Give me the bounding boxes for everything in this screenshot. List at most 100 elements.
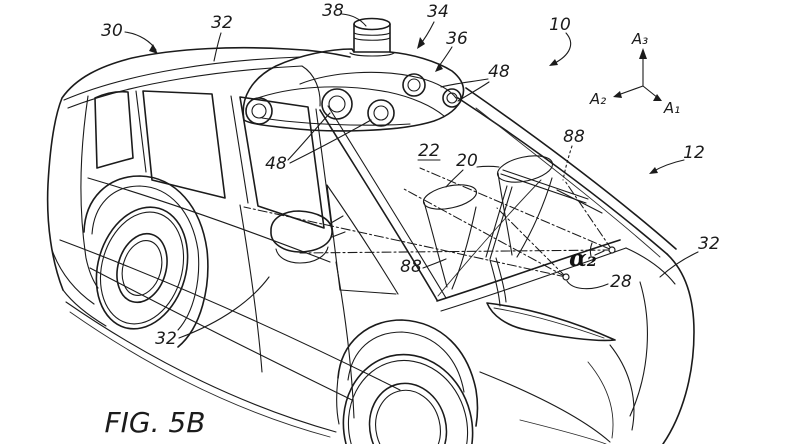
fov-cone-side: [497, 172, 513, 256]
sight-line: [403, 188, 567, 278]
sliding-door-window: [142, 90, 226, 199]
sliding-door-seam: [239, 204, 263, 373]
ref-label-34: 34: [427, 2, 449, 22]
arrowhead-10: [549, 59, 558, 66]
axis-a3-arrowhead: [639, 48, 647, 59]
side-mirror: [270, 210, 333, 253]
axis-label-a2: A₂: [589, 90, 606, 108]
leader-48-left-a: [287, 112, 331, 161]
axis-a2-arrowhead: [613, 91, 622, 98]
vehicle-body: [46, 46, 695, 444]
rear-quarter-window: [94, 90, 134, 169]
pod-lower-crease: [261, 117, 411, 126]
leader-48-left-b: [289, 119, 372, 164]
ref-label-28: 28: [610, 272, 632, 292]
leader-48-right-a: [440, 78, 489, 88]
camera-lens-inner: [446, 92, 458, 104]
axis-triad: A₃ A₂ A₁: [589, 30, 680, 117]
axis-label-a3: A₃: [631, 30, 648, 48]
wiper-blade: [500, 169, 589, 204]
a-pillar-base: [315, 108, 333, 231]
wiper-blade: [485, 185, 513, 260]
sight-line: [564, 180, 613, 251]
lidar-mast-skirt: [349, 52, 395, 57]
angle-label-alpha2: α₂: [569, 245, 597, 272]
c-pillar: [230, 95, 249, 204]
sensor-pod-outline: [242, 48, 465, 132]
front-hub: [375, 389, 441, 444]
front-corner-crease: [629, 281, 648, 417]
leader-10: [552, 32, 572, 65]
hood-front-edge: [625, 247, 676, 285]
rear-lower-edge: [62, 289, 107, 327]
fov-cone-side: [451, 206, 477, 290]
windshield-sensor-cones: [243, 155, 616, 290]
front-wheel-arch-inner: [347, 331, 465, 393]
ref-label-20: 20: [456, 151, 478, 171]
leader-38: [341, 13, 367, 27]
bumper-curve-1: [479, 371, 611, 443]
front-fascia: [662, 253, 695, 444]
front-wheel: [336, 319, 479, 444]
front-door-seam: [335, 261, 355, 419]
arrowhead-12: [649, 167, 658, 174]
rocker-edge-lower: [69, 311, 331, 438]
door-bottom-crease: [89, 267, 353, 401]
sight-line: [299, 249, 613, 254]
camera-lens-inner: [373, 105, 389, 121]
axis-label-a1: A₁: [663, 99, 680, 117]
front-rim: [368, 382, 448, 444]
leader-20-a: [445, 169, 464, 188]
roof-edge-diagonal-outer: [465, 87, 677, 250]
axis-a1-arrowhead: [653, 94, 662, 101]
a-pillar-inner: [327, 105, 447, 299]
ref-label-36: 36: [446, 29, 468, 49]
leader-32-roof: [213, 32, 222, 62]
leader-32-front: [659, 251, 699, 278]
roof-rail-inner: [67, 65, 321, 109]
roof-edge-diagonal: [457, 97, 668, 255]
pod-brow-crease: [299, 71, 457, 99]
fov-cone-opening: [496, 155, 554, 183]
rear-bumper-line: [51, 249, 95, 305]
ref-label-48-left: 48: [265, 154, 287, 174]
ref-label-32-roof: 32: [211, 13, 233, 33]
sight-line: [496, 207, 567, 278]
liftgate-seam: [80, 95, 99, 289]
fov-cone-side: [423, 201, 448, 288]
side-mirror-skirt: [275, 246, 329, 264]
ref-label-12: 12: [683, 143, 705, 163]
rear-wheel-arch-inner: [91, 185, 200, 331]
headlight-inner-line: [493, 307, 605, 339]
body-outline: [46, 46, 351, 291]
wiper-arm: [489, 257, 507, 307]
front-tire-inner: [347, 359, 469, 444]
rocker-edge: [65, 301, 337, 433]
leader-88-top: [562, 145, 573, 181]
bumper-curve-2: [609, 344, 635, 431]
reference-labels: 30 32 38 34 36 10 12 48 48 22 20 88 88 2…: [101, 1, 720, 349]
ref-label-88-top: 88: [563, 127, 585, 147]
far-pillar-inner-line: [475, 107, 661, 258]
reference-point-28: [608, 246, 616, 254]
reference-point-28: [562, 273, 570, 281]
front-tire: [342, 353, 474, 444]
cowl-edge-lower: [440, 247, 627, 312]
leader-lines: [124, 13, 699, 339]
dash-interior-line: [437, 179, 542, 297]
rear-wheel-arch: [83, 175, 209, 348]
leader-88-left: [422, 258, 447, 269]
ref-label-48-right: 48: [488, 62, 510, 82]
ref-label-22: 22: [418, 141, 440, 161]
camera-lens: [245, 97, 273, 125]
ref-label-38: 38: [322, 1, 344, 21]
front-door-window: [239, 96, 325, 229]
leader-20-b: [476, 165, 500, 168]
sight-line: [243, 206, 567, 278]
windshield-wipers: [485, 169, 603, 307]
front-arch-to-rocker: [336, 377, 340, 425]
mid-body-crease: [59, 239, 401, 391]
mirror-arm: [330, 215, 346, 238]
